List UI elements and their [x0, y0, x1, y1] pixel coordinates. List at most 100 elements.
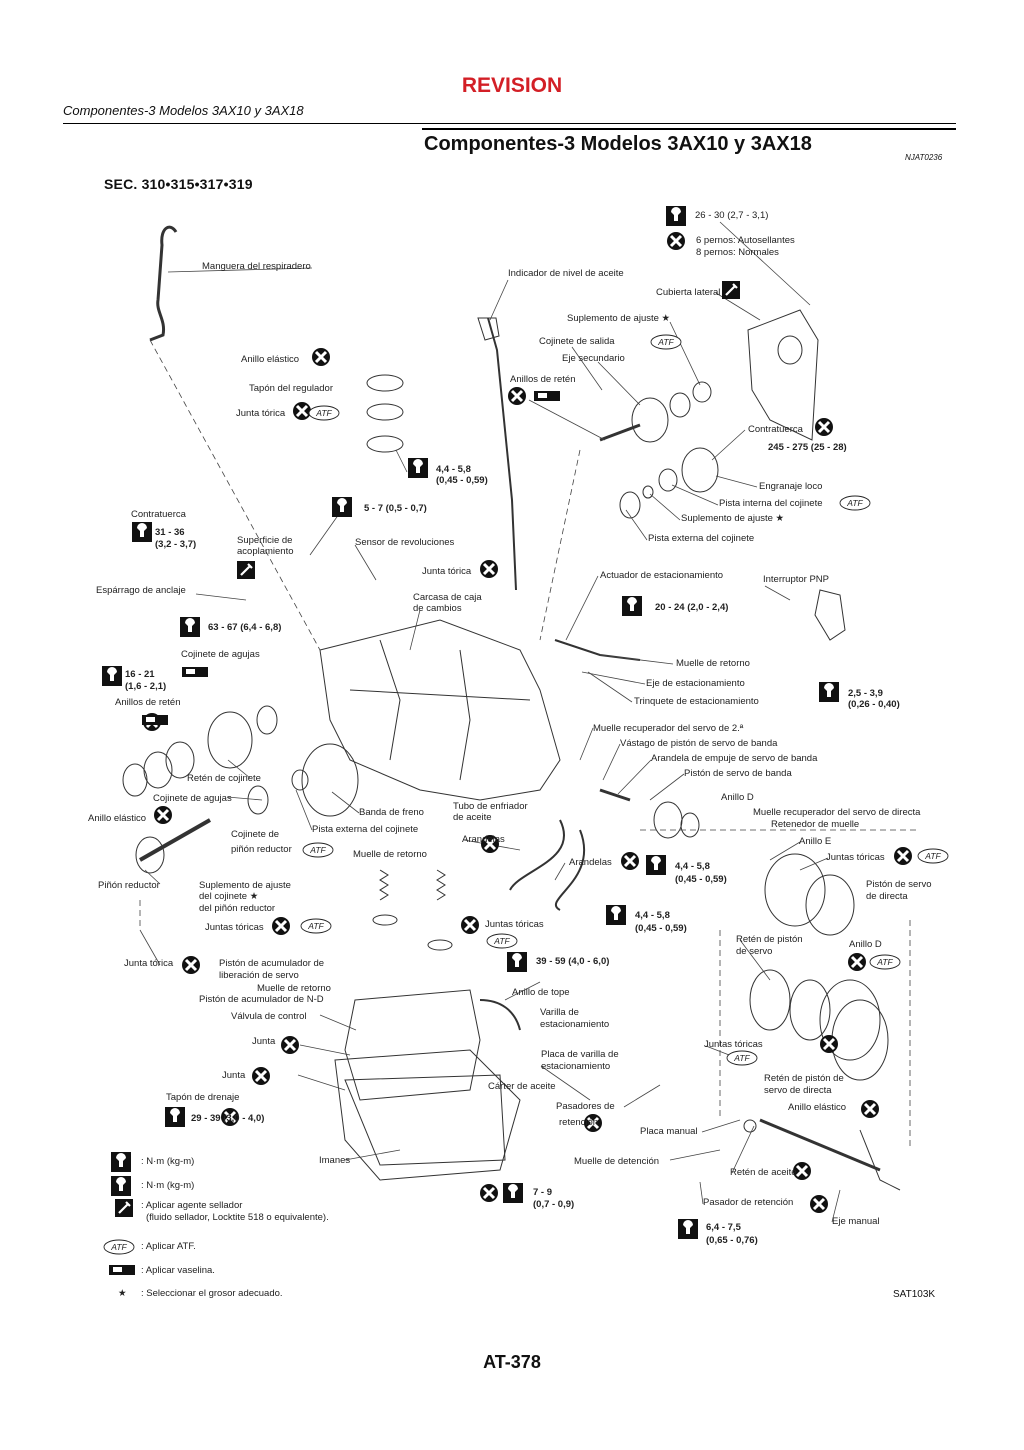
atf-icon: ATF [486, 933, 518, 949]
callout-l110: (0,7 - 0,9) [533, 1199, 575, 1210]
accumulator-piston-part [427, 939, 453, 951]
callout-l22: Contratuerca [131, 509, 186, 520]
idler-gear-part [681, 447, 719, 493]
callout-l2: 6 pernos: Autosellantes [696, 235, 795, 246]
callout-l42: 2,5 - 3,9 [848, 688, 883, 699]
leader-line [599, 654, 674, 665]
leader-line [331, 791, 360, 814]
callout-l33: Carcasa de caja [413, 592, 482, 603]
no-reuse-icon [310, 346, 332, 368]
legend-row: : Aplicar ATF. [141, 1241, 196, 1252]
snap-ring-part [366, 374, 404, 392]
callout-l25: Superficie de [237, 535, 293, 546]
leader-line [528, 399, 606, 441]
callout-l20: Suplemento de ajuste ★ [681, 513, 785, 524]
callout-l29: Junta tórica [422, 566, 472, 577]
callout-l88: Anillo de tope [512, 987, 570, 998]
callout-l48: Arandela de empuje de servo de banda [651, 753, 818, 764]
regulator-cap-part [366, 403, 404, 421]
seal-ring-part [165, 741, 195, 779]
callout-l84: liberación de servo [219, 970, 299, 981]
svg-text:ATF: ATF [309, 845, 326, 855]
torque-wrench-icon [507, 952, 527, 972]
no-reuse-icon [813, 416, 835, 438]
callout-l59: Cojinete de [231, 829, 280, 840]
callout-l54: Tubo de enfriador [453, 801, 528, 812]
atf-icon: ATF [726, 1050, 758, 1066]
callout-l103: retención [559, 1117, 599, 1128]
svg-text:ATF: ATF [733, 1053, 750, 1063]
parking-actuator-part [554, 639, 641, 661]
callout-l102: Pasadores de [556, 1101, 615, 1112]
running-header: Componentes-3 Modelos 3AX10 y 3AX18 [63, 103, 304, 118]
grease-icon [534, 391, 560, 401]
callout-l66: Arandelas [569, 857, 612, 868]
leader-line [144, 869, 161, 885]
callout-l96: Retén de pistón de [764, 1073, 844, 1084]
callout-l90: Varilla de [540, 1007, 579, 1018]
callout-l71: del cojinete ★ [199, 891, 259, 902]
callout-l80: de servo [736, 946, 773, 957]
dipstick-handle-part [477, 317, 500, 341]
callout-l72: del piñón reductor [199, 903, 276, 914]
leader-line [409, 609, 421, 651]
callout-l38: Muelle de retorno [676, 658, 750, 669]
figure-code: SAT103K [893, 1289, 936, 1300]
callout-l83: Pistón de acumulador de [219, 958, 325, 969]
no-reuse-icon [180, 954, 202, 976]
seal-ring-part [789, 979, 831, 1041]
bearing-retainer-part [207, 711, 253, 769]
return-spring-part [436, 869, 446, 901]
leader-line [565, 575, 599, 641]
no-reuse-icon [818, 1033, 840, 1055]
callout-l24: (3,2 - 3,7) [155, 539, 197, 550]
callout-l44: Anillos de retén [115, 697, 181, 708]
callout-l31: Interruptor PNP [763, 574, 829, 585]
no-reuse-icon [846, 951, 868, 973]
page-title: Componentes-3 Modelos 3AX10 y 3AX18 [424, 133, 812, 155]
callout-l77: Juntas tóricas [205, 922, 264, 933]
control-valve-part [344, 989, 481, 1101]
no-reuse-icon [478, 1182, 500, 1204]
leader-line [764, 585, 791, 601]
leader-line [701, 1119, 741, 1133]
callout-l56: Muelle recuperador del servo de directa [753, 807, 921, 818]
grease-icon [109, 1265, 135, 1275]
snap-ring-part [831, 999, 889, 1081]
callout-l75: 4,4 - 5,8 [635, 910, 670, 921]
leader-line [297, 1074, 346, 1091]
no-reuse-icon [619, 850, 641, 872]
callout-l70: Suplemento de ajuste [199, 880, 291, 891]
legend-row: : Aplicar vaselina. [141, 1265, 215, 1276]
no-reuse-icon [859, 1098, 881, 1120]
leader-line [649, 493, 681, 521]
no-reuse-icon [665, 230, 687, 252]
shim-part [642, 485, 654, 499]
torque-wrench-icon [606, 905, 626, 925]
svg-text:ATF: ATF [493, 936, 510, 946]
callout-l79: Retén de pistón [736, 934, 803, 945]
torque-wrench-icon [819, 682, 839, 702]
torque-wrench-icon [666, 206, 686, 226]
callout-l63: Anillo E [799, 836, 832, 847]
callout-l74: de directa [866, 891, 908, 902]
shim-part [692, 381, 712, 403]
callout-l64: Muelle de retorno [353, 849, 427, 860]
callout-l3: 8 pernos: Normales [696, 247, 779, 258]
callout-l39: 16 - 21 [125, 669, 155, 680]
callout-l108: Retén de aceite [730, 1167, 797, 1178]
direct-servo-piston-part [764, 853, 826, 927]
leader-line [711, 429, 746, 461]
svg-text:ATF: ATF [657, 337, 674, 347]
no-reuse-icon [478, 558, 500, 580]
torque-wrench-icon [111, 1152, 131, 1172]
leader-line [739, 939, 771, 981]
callout-l46: Muelle recuperador del servo de 2.ª [593, 723, 744, 734]
grease-icon [182, 667, 208, 677]
callout-l55: de aceite [453, 812, 492, 823]
no-reuse-icon [459, 914, 481, 936]
legend-row: : Aplicar agente sellador [141, 1200, 243, 1211]
sealant-icon [720, 279, 742, 301]
callout-l41: Eje de estacionamiento [646, 678, 745, 689]
